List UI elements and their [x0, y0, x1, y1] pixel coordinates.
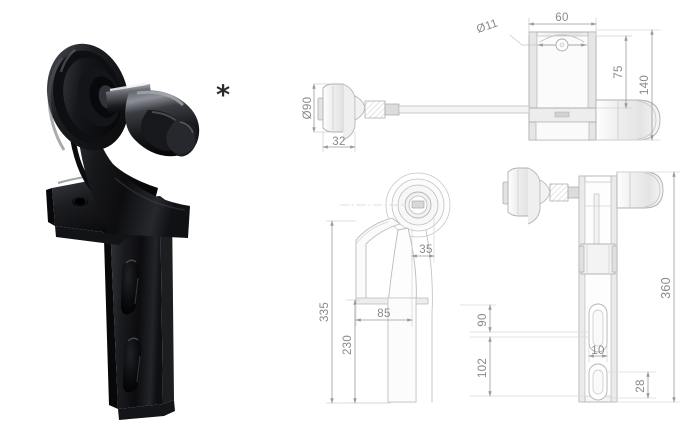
dim-335: 335 [319, 302, 331, 322]
dim-d90: Ø90 [302, 97, 314, 120]
front-pin-head [616, 171, 664, 209]
leg-slot-upper [121, 260, 140, 315]
pin-tip [166, 120, 196, 154]
side-elevation-view: 335 230 85 [319, 172, 549, 404]
front-body [547, 175, 618, 403]
front-elevation-view: 360 10 28 [502, 167, 681, 403]
dimension-top-width: 60 [528, 12, 597, 37]
dimension-plate-height: 75 [595, 35, 633, 109]
cad-drawings-panel: 60 Ø11 Ø90 [300, 0, 692, 448]
dimension-slot-spacing: 102 [469, 336, 549, 397]
dimension-base-offset: 85 [355, 249, 413, 327]
product-photo-render [46, 43, 200, 420]
dimension-arm-length: 230 [342, 299, 391, 404]
dim-90: 90 [477, 313, 489, 326]
axle-assembly [364, 100, 530, 119]
dim-102: 102 [477, 358, 489, 378]
dimension-wheel-width: 32 [322, 131, 356, 153]
dimension-total-height: 360 [616, 171, 681, 403]
dim-85: 85 [377, 308, 390, 320]
front-wheel-profile [502, 167, 580, 225]
dim-32: 32 [332, 136, 345, 148]
leg-slot-lower [123, 338, 142, 393]
dim-140: 140 [639, 75, 651, 95]
bracket-leg [103, 196, 175, 420]
dim-35: 35 [419, 244, 432, 256]
dimension-neck-width: 35 [411, 214, 435, 263]
dimension-slot-width: 10 [588, 345, 608, 363]
footnote-asterisk: * [216, 80, 231, 111]
cad-drawing-svg: 60 Ø11 Ø90 [302, 12, 681, 404]
side-arm-profile [355, 217, 433, 403]
dimension-slot-end-dist: 28 [606, 371, 657, 399]
dim-75: 75 [613, 65, 625, 78]
dimension-slot-top-pitch: 90 [459, 304, 549, 333]
dimension-wheel-diameter: Ø90 [302, 83, 331, 133]
dim-d11: Ø11 [475, 17, 500, 35]
wheel-profile [317, 83, 366, 141]
dim-28: 28 [635, 379, 647, 392]
top-plan-view: 60 Ø11 Ø90 [302, 12, 661, 153]
product-photo-panel: * [0, 0, 300, 448]
dim-230: 230 [342, 335, 354, 355]
dim-60: 60 [555, 12, 568, 24]
pin-head [595, 99, 661, 141]
bracket-body [79, 98, 190, 238]
dim-10: 10 [591, 345, 604, 357]
roller-circles [339, 172, 451, 238]
dimension-overall-height: 140 [595, 29, 661, 141]
dim-360: 360 [659, 277, 673, 299]
